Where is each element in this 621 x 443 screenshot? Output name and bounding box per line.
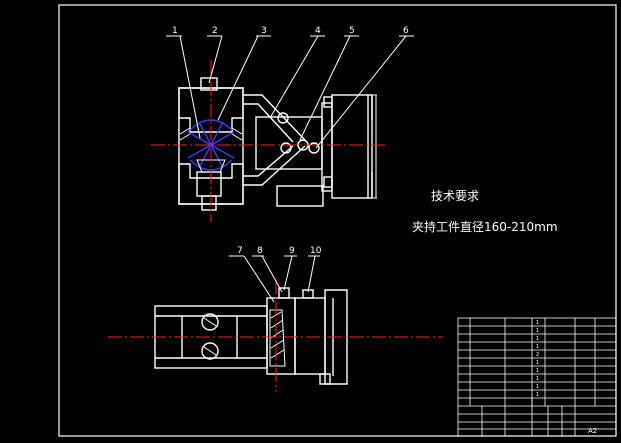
bom-qty: 1: [536, 320, 539, 326]
bom-qty: 2: [536, 352, 539, 358]
part-number-2: 2: [212, 26, 218, 36]
bom-qty: 1: [536, 328, 539, 334]
front-view-centerlines: [108, 280, 443, 392]
part-number-7: 7: [237, 246, 243, 256]
tech-requirements-title: 技术要求: [431, 189, 479, 203]
bom-qty: 1: [536, 368, 539, 374]
part-number-10: 10: [310, 246, 322, 256]
bom-qty: 1: [536, 344, 539, 350]
part-number-5: 5: [349, 26, 355, 36]
bom-qty: 1: [536, 336, 539, 342]
front-view-leaders: [229, 255, 320, 303]
part-number-4: 4: [315, 26, 321, 36]
part-number-6: 6: [403, 26, 409, 36]
part-number-8: 8: [257, 246, 263, 256]
sheet-frame: [58, 4, 617, 437]
part-number-3: 3: [261, 26, 267, 36]
front-view-part-numbers: 7 8 9 10: [237, 246, 322, 256]
top-view-centerlines: [151, 60, 385, 222]
bom-qty: 1: [536, 376, 539, 382]
bom-qty: 1: [536, 384, 539, 390]
sheet-size-label: A2: [588, 427, 597, 435]
part-number-9: 9: [289, 246, 295, 256]
bom-qty: 1: [536, 360, 539, 366]
tech-requirements-note: 夹持工件直径160-210mm: [412, 219, 558, 234]
bom-quantities: 1 1 1 1 2 1 1 1 1 1: [536, 320, 539, 398]
top-view-hatch: [179, 127, 243, 173]
bom-qty: 1: [536, 392, 539, 398]
title-block: [457, 317, 617, 437]
part-number-1: 1: [172, 26, 178, 36]
front-view: [154, 287, 348, 385]
top-view-leaders: [166, 35, 414, 149]
top-view-part-numbers: 1 2 3 4 5 6: [172, 26, 409, 36]
